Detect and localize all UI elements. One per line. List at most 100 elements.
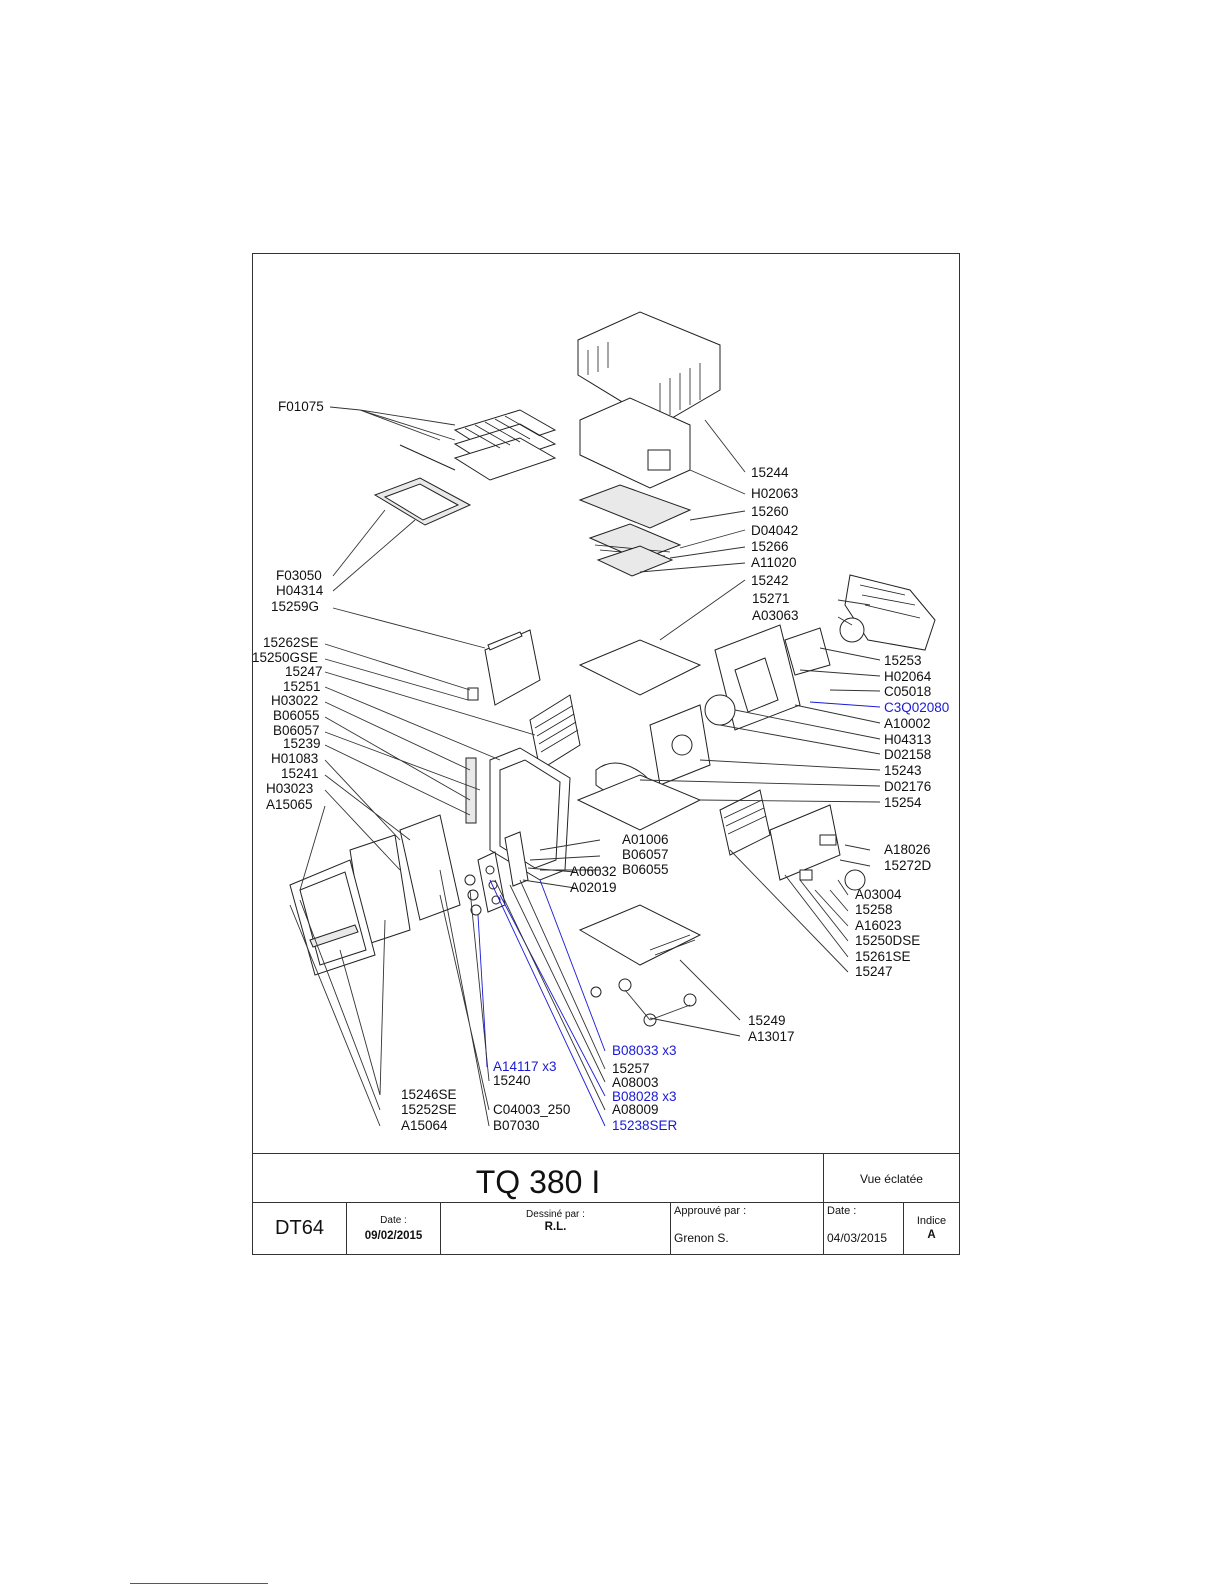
fan-part <box>839 617 865 643</box>
callout-15249: 15249 <box>748 1013 786 1028</box>
callout-h02063: H02063 <box>751 486 798 501</box>
code-cell: DT64 <box>252 1202 347 1255</box>
callout-15244: 15244 <box>751 465 789 480</box>
hinge-bar-part <box>465 757 477 824</box>
callout-a15065: A15065 <box>266 797 313 812</box>
plate-15260-part <box>578 484 692 529</box>
callout-15251: 15251 <box>283 679 321 694</box>
date2-label: Date : <box>827 1205 857 1217</box>
callout-15258: 15258 <box>855 902 893 917</box>
callout-f03050: F03050 <box>276 568 322 583</box>
side-panel-right-part <box>769 804 841 881</box>
callout-15266: 15266 <box>751 539 789 554</box>
callout-15242: 15242 <box>751 573 789 588</box>
callout-15243: 15243 <box>884 763 922 778</box>
callout-15240: 15240 <box>493 1073 531 1088</box>
callout-15259g: 15259G <box>271 599 319 614</box>
approved-by-cell: Approuvé par : Grenon S. <box>670 1202 824 1255</box>
callout-d04042: D04042 <box>751 523 798 538</box>
side-panel-left-part <box>484 629 541 706</box>
callout-d02176: D02176 <box>884 779 931 794</box>
callout-a03063: A03063 <box>752 608 799 623</box>
title-block: TQ 380 I Vue éclatée DT64 Date : 09/02/2… <box>252 1153 960 1255</box>
callout-a03004: A03004 <box>855 887 902 902</box>
callout-15260: 15260 <box>751 504 789 519</box>
drawing-code: DT64 <box>275 1217 324 1239</box>
callout-c04003: C04003_250 <box>493 1102 570 1117</box>
model-cell: TQ 380 I <box>252 1153 824 1203</box>
callout-15261se: 15261SE <box>855 949 911 964</box>
top-cover-part <box>577 311 721 426</box>
drawn-by-value: R.L. <box>544 1221 567 1233</box>
callout-b08028: B08028 x3 <box>612 1089 677 1104</box>
callout-15271: 15271 <box>752 591 790 606</box>
approved-by-value: Grenon S. <box>674 1231 729 1245</box>
bottom-plate-part <box>578 904 702 966</box>
callout-a08009: A08009 <box>612 1102 659 1117</box>
callout-15253: 15253 <box>884 653 922 668</box>
callout-b06055b: B06055 <box>622 862 669 877</box>
callout-a13017: A13017 <box>748 1029 795 1044</box>
callout-15247a: 15247 <box>285 664 323 679</box>
callout-15257: 15257 <box>612 1061 650 1076</box>
callout-b06057a: B06057 <box>273 723 320 738</box>
date2-cell: Date : 04/03/2015 <box>823 1202 904 1255</box>
door-glass-part <box>399 814 461 921</box>
date2-value: 04/03/2015 <box>827 1231 888 1245</box>
callout-15247b: 15247 <box>855 964 893 979</box>
callout-a15064: A15064 <box>401 1118 448 1133</box>
approved-by-label: Approuvé par : <box>674 1205 747 1217</box>
callout-a02019: A02019 <box>570 880 617 895</box>
drawn-by-label: Dessiné par : <box>526 1209 585 1220</box>
footer-link-line <box>130 1583 268 1584</box>
callout-h02064: H02064 <box>884 669 932 684</box>
callout-h03022: H03022 <box>271 693 318 708</box>
callout-b06057b: B06057 <box>622 847 669 862</box>
knob-part <box>464 874 476 886</box>
callout-15239: 15239 <box>283 736 321 751</box>
callout-15252se: 15252SE <box>401 1102 457 1117</box>
model-title: TQ 380 I <box>475 1164 601 1200</box>
callout-15262se: 15262SE <box>263 635 319 650</box>
callout-a01006: A01006 <box>622 832 669 847</box>
callout-15250dse: 15250DSE <box>855 933 920 948</box>
callout-h03023: H03023 <box>266 781 313 796</box>
index-value: A <box>927 1229 936 1241</box>
callout-h01083: H01083 <box>271 751 318 766</box>
callout-f01075: F01075 <box>278 399 324 414</box>
door-handle-part <box>309 924 359 948</box>
date-label: Date : <box>380 1215 407 1226</box>
callout-b07030: B07030 <box>493 1118 540 1133</box>
date-value: 09/02/2015 <box>364 1230 423 1242</box>
foot-part <box>618 978 632 992</box>
callout-c3q02080: C3Q02080 <box>884 700 949 715</box>
callout-15241: 15241 <box>281 766 319 781</box>
callout-a11020: A11020 <box>751 555 797 570</box>
view-cell: Vue éclatée <box>823 1153 960 1203</box>
part-callouts: F01075F03050H0431415259G15262SE15250GSE1… <box>252 399 949 1133</box>
callout-a14117: A14117 x3 <box>493 1059 557 1074</box>
drawn-by-cell: Dessiné par : R.L. <box>440 1202 671 1255</box>
index-cell: Indice A <box>903 1202 960 1255</box>
callout-h04313: H04313 <box>884 732 931 747</box>
index-label: Indice <box>916 1215 947 1227</box>
callout-h04314: H04314 <box>276 583 324 598</box>
callout-15272d: 15272D <box>884 858 932 873</box>
view-type: Vue éclatée <box>860 1172 923 1186</box>
callout-15250gse: 15250GSE <box>252 650 318 665</box>
callout-a16023: A16023 <box>855 918 902 933</box>
date-cell: Date : 09/02/2015 <box>346 1202 441 1255</box>
callout-a10002: A10002 <box>884 716 931 731</box>
callout-b06055a: B06055 <box>273 708 320 723</box>
callout-a08003: A08003 <box>612 1075 659 1090</box>
callout-15238ser: 15238SER <box>612 1118 678 1133</box>
parts-layer <box>289 311 936 1027</box>
side-vent-right-part <box>719 789 771 856</box>
fan-housing-part <box>844 574 936 651</box>
callout-15246se: 15246SE <box>401 1087 457 1102</box>
callout-d02158: D02158 <box>884 747 931 762</box>
callout-a06032: A06032 <box>570 864 617 879</box>
callout-b08033: B08033 x3 <box>612 1043 677 1058</box>
callout-a18026: A18026 <box>884 842 931 857</box>
